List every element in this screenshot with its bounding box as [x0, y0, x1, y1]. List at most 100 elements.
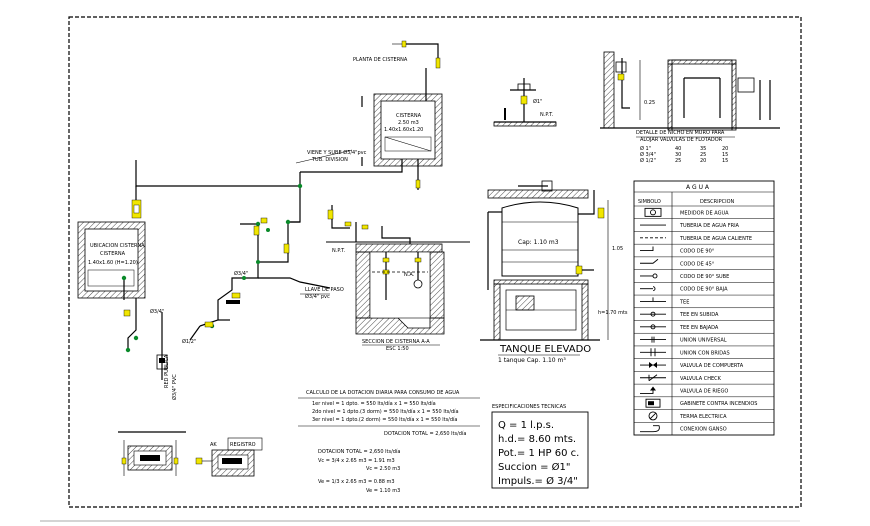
cabinet-icon [645, 398, 661, 408]
gooseneck-icon [640, 425, 660, 433]
legend-row: TERMA ELECTRICA [634, 409, 774, 421]
legend-row: UNION CON BRIDAS [634, 345, 774, 357]
tanque-elevado-capacity: 1 tanque Cap. 1.10 m³ [498, 357, 566, 364]
legend-desc: TEE EN BAJADA [679, 325, 719, 331]
svg-text:1.05: 1.05 [612, 246, 623, 252]
legend-row: CODO DE 90° [634, 243, 774, 255]
cistern-plan: PLANTA DE CISTERNA CISTERNA 2.50 m3 1.40… [295, 40, 443, 190]
gate-icon [640, 362, 666, 369]
legend-row: CODO DE 45° [634, 256, 774, 267]
ve-line-1: Ve = 1/3 x 2.65 m3 = 0.88 m3 [318, 479, 395, 485]
check-icon [640, 374, 666, 382]
svg-text:20: 20 [722, 146, 728, 152]
elbow-down-icon [640, 286, 656, 292]
svg-text:25: 25 [675, 158, 681, 164]
water-demand-calc: CALCULO DE LA DOTACION DIARIA PARA CONSU… [298, 390, 480, 494]
detalle-nicho-title-1: DETALLE DE NICHO EN MURO PARA [636, 130, 725, 136]
svg-text:Ø 3/4": Ø 3/4" [640, 151, 656, 158]
calc-total: DOTACION TOTAL = 2,650 lts/día [384, 430, 466, 437]
meter-icon [644, 207, 662, 217]
legend-desc: GABINETE CONTRA INCENDIOS [680, 401, 757, 407]
legend-desc: VALVULA DE COMPUERTA [680, 363, 744, 369]
valve-box-detail: AK REGISTRO [195, 437, 263, 477]
svg-text:AK: AK [210, 442, 217, 448]
svg-text:RED PUBLICA: RED PUBLICA [164, 354, 170, 388]
legend-table: A G U A SIMBOLO DESCRIPCION MEDIDOR DE A… [633, 180, 775, 436]
legend-col-desc: DESCRIPCION [700, 199, 735, 205]
spec-head: h.d.= 8.60 mts. [498, 434, 576, 445]
cisterna-volume: 2.50 m3 [398, 120, 419, 126]
legend-row: MEDIDOR DE AGUA [644, 207, 729, 217]
tee-up-icon [640, 311, 666, 317]
llave-paso-label: LLAVE DE PASO [305, 287, 344, 293]
legend-row: GABINETE CONTRA INCENDIOS [634, 396, 774, 408]
svg-text:Ø1": Ø1" [533, 98, 542, 105]
svg-text:h=1.70 mts: h=1.70 mts [598, 310, 628, 316]
svg-text:30: 30 [675, 152, 681, 158]
meter-box-detail [118, 431, 186, 476]
legend-desc: TUBERIA DE AGUA CALIENTE [679, 236, 752, 242]
elbow90-icon [640, 246, 654, 251]
elbow45-icon [640, 258, 659, 264]
svg-text:35: 35 [700, 146, 706, 152]
svg-text:Ø 1/2": Ø 1/2" [640, 157, 656, 164]
svg-text:25: 25 [700, 152, 706, 158]
elevated-tank: Cap: 1.10 m3 1.05 h=1.70 mts TANQUE ELEV… [480, 180, 628, 364]
svg-text:Ø3/4" pvc: Ø3/4" pvc [305, 293, 330, 300]
legend-row: TEE EN BAJADA [634, 320, 774, 331]
flange-icon [640, 348, 666, 357]
svg-text:0.25: 0.25 [644, 100, 655, 106]
viene-sube-label: VIENE Y SUBE Ø3/4"pvc [307, 149, 367, 156]
legend-row: UNION UNIVERSAL [634, 332, 774, 344]
svg-text:15: 15 [722, 152, 728, 158]
cistern-location: UBICACION CISTERNA CISTERNA 1.40x1.60 (H… [77, 221, 146, 300]
cisterna-label: CISTERNA [396, 113, 422, 119]
svg-text:40: 40 [675, 146, 681, 152]
legend-desc: VALVULA CHECK [680, 376, 722, 382]
elbow-up-icon [640, 273, 658, 279]
legend-desc: VALVULA DE RIEGO [680, 388, 728, 394]
legend-row: CODO DE 90° SUBE [634, 269, 774, 280]
legend-desc: CODO DE 90° [680, 249, 715, 255]
supply-riser-isometric: LLAVE DE PASO Ø3/4" pvc Ø3/4" Ø1/2" Ø3/4… [123, 160, 344, 400]
svg-text:N.P.T.: N.P.T. [540, 112, 554, 118]
svg-text:Ø 1": Ø 1" [640, 145, 651, 152]
tee-icon [640, 297, 666, 302]
spec-suction: Succion = Ø1" [498, 461, 571, 473]
legend-desc: TEE EN SUBIDA [679, 312, 719, 318]
legend-desc: CODO DE 90° SUBE [680, 274, 729, 280]
ve-line-2: Ve = 1.10 m3 [366, 488, 400, 494]
vc-line-1: Vc = 3/4 x 2.65 m3 = 1.91 m3 [318, 458, 395, 464]
legend-row: TUBERIA DE AGUA FRIA [634, 218, 774, 229]
specs-title: ESPECIFICACIONES TECNICAS [492, 404, 566, 410]
pump-detail: Ø1" N.P.T. [493, 78, 557, 127]
cistern-section: N.A. N.P.T. SECCION DE CISTERNA A-A ESC … [326, 205, 470, 352]
svg-text:Ø3/4" PVC: Ø3/4" PVC [171, 374, 178, 400]
vc-line-2: Vc = 2.50 m3 [366, 466, 400, 472]
svg-text:Ø1/2": Ø1/2" [182, 338, 196, 345]
tee-down-icon [640, 324, 666, 330]
legend-desc: MEDIDOR DE AGUA [680, 210, 729, 216]
legend-header: A G U A [686, 184, 710, 191]
svg-text:Ø3/4": Ø3/4" [234, 270, 248, 277]
tank-capacity-label: Cap: 1.10 m3 [518, 239, 559, 246]
electric-icon [648, 411, 658, 421]
legend-desc: CODO DE 45° [680, 261, 715, 267]
niche-detail: 0.25 DETALLE DE NICHO EN MURO PARA ALOJA… [600, 51, 780, 164]
svg-text:CISTERNA: CISTERNA [100, 251, 126, 257]
legend-desc: TUBERIA DE AGUA FRIA [679, 223, 740, 229]
union-icon [640, 336, 666, 343]
legend-desc: TERMA ELECTRICA [679, 414, 727, 420]
legend-desc: UNION UNIVERSAL [680, 338, 727, 344]
svg-text:Ø3/4": Ø3/4" [150, 308, 164, 315]
tub-division-label: TUB. DIVISION [311, 157, 348, 163]
calc-line-3: 3er nivel = 1 dpto.(2 dorm) = 550 lts/dí… [312, 416, 458, 423]
legend-desc: CODO DE 90° BAJA [680, 287, 728, 293]
svg-text:N.P.T.: N.P.T. [332, 248, 346, 254]
svg-text:1.40x1.60 (H=1.20): 1.40x1.60 (H=1.20) [88, 260, 138, 266]
seccion-cisterna-scale: ESC 1:50 [386, 346, 409, 352]
legend-row: CODO DE 90° BAJA [634, 282, 774, 293]
calc-title: CALCULO DE LA DOTACION DIARIA PARA CONSU… [306, 390, 460, 396]
legend-col-symbol: SIMBOLO [638, 199, 661, 205]
